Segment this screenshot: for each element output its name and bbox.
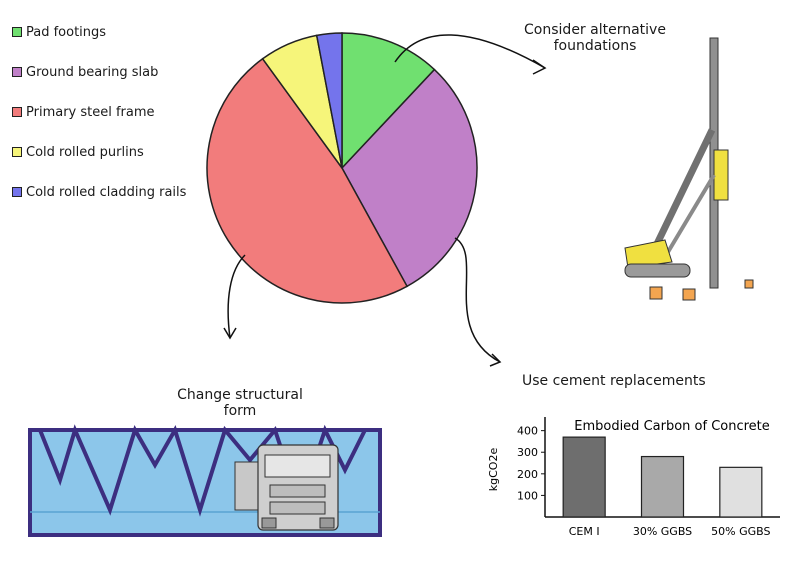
x-tick-label: 50% GGBS xyxy=(711,525,770,538)
y-tick-label: 400 xyxy=(517,425,538,438)
bar xyxy=(719,466,763,518)
arrow-structure xyxy=(227,254,246,339)
structural-frame-illustration xyxy=(28,424,382,537)
y-tick-label: 300 xyxy=(517,446,538,459)
piling-rig-illustration xyxy=(624,37,754,301)
legend-label: Pad footings xyxy=(26,24,107,40)
legend-item: Ground bearing slab xyxy=(12,52,186,92)
bar xyxy=(640,455,685,518)
arrow-head-structure xyxy=(223,327,237,340)
pie-slice xyxy=(341,68,478,288)
legend-swatch xyxy=(12,107,22,117)
y-tick-label: 100 xyxy=(517,489,538,502)
y-tick-label: 200 xyxy=(517,468,538,481)
rig-cab xyxy=(624,239,673,269)
x-tick-label: 30% GGBS xyxy=(633,525,692,538)
y-axis-label: kgCO2e xyxy=(487,448,500,492)
legend-item: Cold rolled cladding rails xyxy=(12,172,186,212)
legend-label: Primary steel frame xyxy=(26,104,155,120)
pie-chart xyxy=(206,32,478,304)
x-tick-label: CEM I xyxy=(569,525,600,538)
bar-chart-title: Embodied Carbon of Concrete xyxy=(574,419,770,434)
legend-swatch xyxy=(12,147,22,157)
legend-item: Cold rolled purlins xyxy=(12,132,186,172)
legend-label: Cold rolled cladding rails xyxy=(26,184,187,200)
structure-annotation: Change structural form xyxy=(160,387,320,419)
legend-label: Cold rolled purlins xyxy=(26,144,144,160)
rig-mast-yellow-section xyxy=(713,149,729,201)
legend-item: Primary steel frame xyxy=(12,92,186,132)
structure-annotation-line-1: Change structural xyxy=(177,387,303,403)
pie-slice xyxy=(341,32,436,170)
rig-strut-2 xyxy=(666,173,716,254)
pie-slice xyxy=(315,32,343,169)
legend-item: Pad footings xyxy=(12,12,186,52)
bar xyxy=(562,436,606,518)
cement-annotation: Use cement replacements xyxy=(522,373,706,389)
truck-icon xyxy=(234,444,339,531)
legend-label: Ground bearing slab xyxy=(26,64,159,80)
legend-swatch xyxy=(12,27,22,37)
pile-3 xyxy=(744,279,754,289)
pie-slice xyxy=(206,57,409,304)
legend-swatch xyxy=(12,67,22,77)
annotation-arrows xyxy=(223,34,547,367)
arrow-cement xyxy=(454,237,501,363)
foundations-annotation: Consider alternative foundations xyxy=(520,22,670,54)
rig-strut xyxy=(651,128,716,250)
structure-annotation-line-2: form xyxy=(223,403,257,419)
arrow-head-foundations xyxy=(532,59,547,75)
foundations-annotation-line-2: foundations xyxy=(553,38,637,54)
pile-2 xyxy=(682,288,696,301)
pile-1 xyxy=(649,286,663,300)
rig-tracks xyxy=(624,263,691,278)
arrow-head-cement xyxy=(489,353,502,367)
legend-swatch xyxy=(12,187,22,197)
arrow-foundations xyxy=(394,34,546,69)
bar-chart: Embodied Carbon of Concrete 100 200 300 400 k… xyxy=(487,417,780,538)
foundations-annotation-line-1: Consider alternative xyxy=(524,22,666,38)
